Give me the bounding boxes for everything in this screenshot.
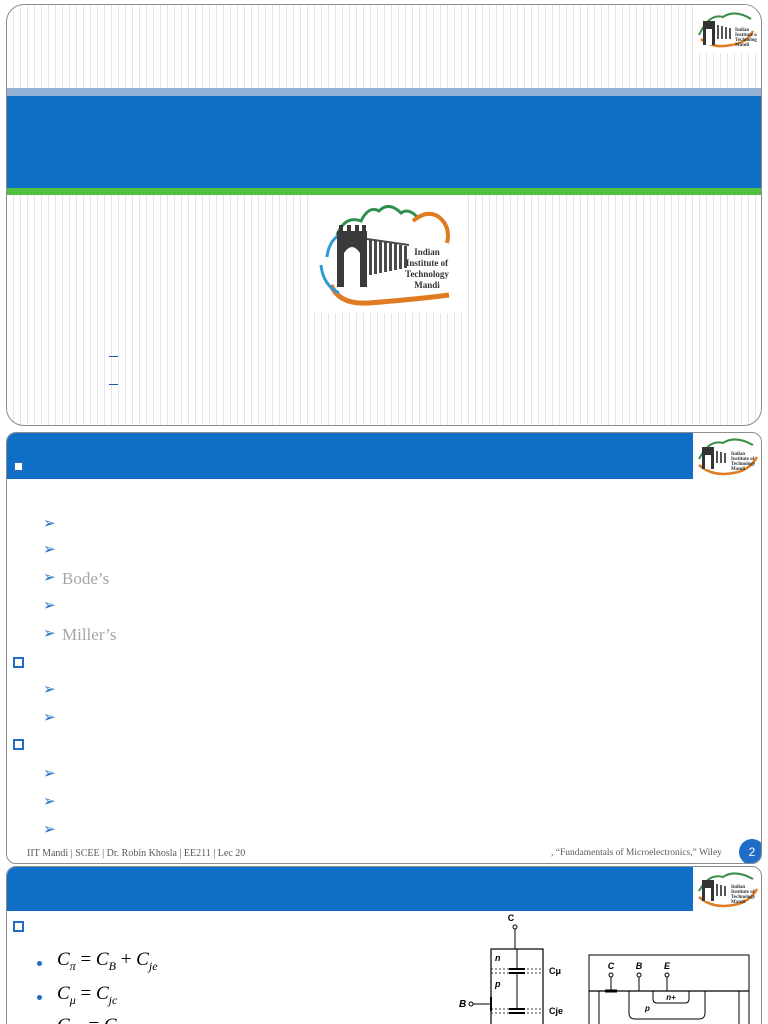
svg-text:Indian: Indian: [731, 452, 745, 457]
outline-bullet-arrow: ➢: [43, 710, 56, 726]
svg-text:E: E: [664, 961, 671, 971]
svg-text:Cje: Cje: [549, 1006, 563, 1016]
svg-text:Institute of: Institute of: [735, 33, 757, 38]
iit-mandi-logo-small: Indian Institute of Technology Mandi: [695, 5, 757, 53]
outline-bullet-arrow: ➢: [43, 822, 56, 838]
svg-text:C: C: [608, 961, 615, 971]
outline-item-millers: Miller’s: [62, 625, 117, 644]
outline-bullet-arrow: ➢: [43, 626, 56, 642]
svg-text:Indian: Indian: [735, 28, 749, 33]
outline-bullet-square: [13, 461, 24, 472]
equation-c-pi: Cπ = CB + Cje: [57, 949, 158, 973]
svg-text:Institute of: Institute of: [406, 258, 449, 268]
outline-bullet-arrow: ➢: [43, 598, 56, 614]
svg-text:Mandi: Mandi: [731, 467, 746, 472]
svg-text:Indian: Indian: [731, 885, 745, 890]
equation-bullet: [37, 995, 42, 1000]
page-number-badge: 2: [739, 839, 761, 863]
outline-slide-header: [7, 433, 761, 479]
svg-text:Technology: Technology: [405, 269, 449, 279]
title-band: [7, 96, 761, 188]
svg-text:Mandi: Mandi: [414, 280, 440, 290]
bjt-capacitance-diagram: C n p Cμ Cje B: [459, 913, 563, 1024]
bjt-cross-section-diagram: C B E n+ p: [588, 954, 750, 1024]
svg-text:p: p: [644, 1004, 650, 1013]
capacitance-slide-header: [7, 867, 761, 911]
hyperlink-underline-1[interactable]: [109, 356, 118, 357]
outline-bullet-arrow: ➢: [43, 766, 56, 782]
outline-bullet-arrow: ➢: [43, 682, 56, 698]
outline-slide: Indian Institute of Technology Mandi ➢ ➢…: [6, 432, 762, 864]
svg-text:Institute of: Institute of: [731, 890, 755, 895]
outline-bullet-square: [13, 739, 24, 750]
title-slide: Indian Institute of Technology Mandi Ind…: [6, 4, 762, 426]
outline-bullet-arrow: ➢: [43, 570, 56, 586]
iit-mandi-logo-small: Indian Institute of Technology Mandi: [693, 433, 761, 479]
svg-text:Mandi: Mandi: [731, 900, 746, 905]
outline-item-bodes: Bode’s: [62, 569, 110, 588]
title-slide-top-rule: [7, 88, 761, 96]
outline-bullet-arrow: ➢: [43, 516, 56, 532]
equation-bullet: [37, 961, 42, 966]
iit-mandi-logo-small: Indian Institute of Technology Mandi: [693, 867, 761, 911]
svg-text:Technology: Technology: [731, 895, 756, 900]
svg-text:n: n: [495, 953, 501, 963]
outline-bullet-arrow: ➢: [43, 542, 56, 558]
iit-mandi-logo: Indian Institute of Technology Mandi: [309, 195, 465, 313]
svg-text:B: B: [636, 961, 643, 971]
equation-c-mu: Cμ = Cjc: [57, 983, 118, 1007]
svg-text:Indian: Indian: [414, 247, 440, 257]
capacitance-slide: Indian Institute of Technology Mandi Cπ …: [6, 866, 762, 1024]
svg-text:Mandi: Mandi: [735, 43, 750, 48]
svg-text:Technology: Technology: [731, 462, 756, 467]
svg-text:Technology: Technology: [735, 38, 757, 43]
slide-footer: IIT Mandi | SCEE | Dr. Robin Khosla | EE…: [27, 848, 246, 859]
outline-bullet-arrow: ➢: [43, 794, 56, 810]
svg-text:Institute of: Institute of: [731, 457, 755, 462]
hyperlink-underline-2[interactable]: [109, 384, 118, 385]
outline-bullet-square: [13, 657, 24, 668]
equation-c-cs: CCS = CS: [57, 1015, 123, 1024]
svg-text:B: B: [459, 999, 466, 1010]
slide3-bullet-square: [13, 921, 24, 932]
title-band-green-rule: [7, 188, 761, 195]
slide-reference: , “Fundamentals of Microelectronics,” Wi…: [551, 848, 722, 858]
svg-text:C: C: [508, 913, 515, 923]
svg-text:Cμ: Cμ: [549, 966, 561, 976]
svg-text:n+: n+: [666, 993, 676, 1002]
svg-text:p: p: [494, 979, 501, 989]
